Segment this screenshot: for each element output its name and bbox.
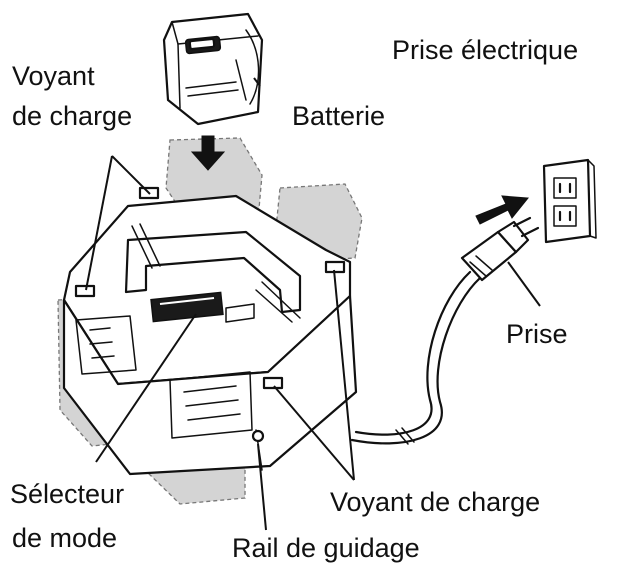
label-voyant-top-line1: Voyant [12,61,95,91]
label-selecteur-line1: Sélecteur [10,479,125,509]
label-prise-electrique: Prise électrique [392,35,579,65]
power-plug [460,216,540,282]
wall-outlet [542,158,597,244]
plug-insert-arrow [475,195,529,225]
label-batterie: Batterie [292,101,386,131]
battery-insert-arrow [190,135,226,171]
battery-pack [162,12,264,126]
label-voyant-bottom: Voyant de charge [330,487,541,517]
label-prise: Prise [506,319,568,349]
label-selecteur-line2: de mode [12,523,118,553]
charge-light-left [74,284,96,298]
label-voyant-top-line2: de charge [12,101,133,131]
leader-lines [85,77,541,531]
label-rail: Rail de guidage [232,533,420,563]
power-cord [350,270,482,445]
charger-unit [62,186,358,476]
guide-rail-knob [251,429,265,443]
charge-light-front [262,376,284,390]
